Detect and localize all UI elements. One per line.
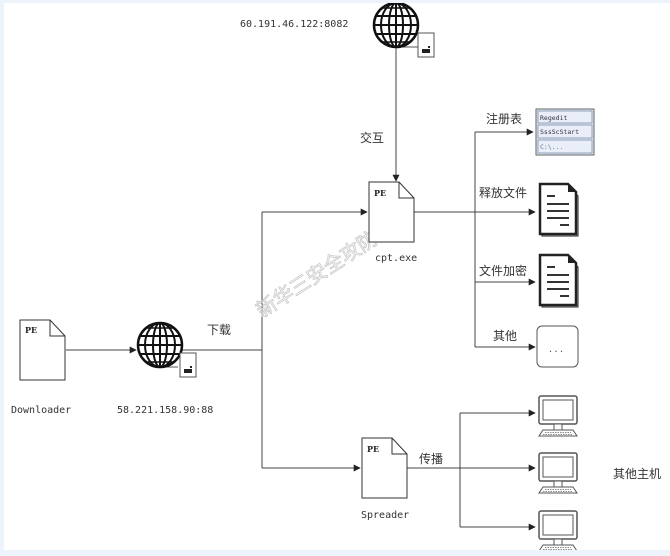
computer-icon [538, 395, 578, 437]
node-label-other-hosts: 其他主机 [613, 467, 661, 481]
edge-label-file-encrypt: 文件加密 [479, 263, 527, 278]
node-label-downloader: Downloader [11, 405, 71, 416]
edge-label-interact: 交互 [360, 130, 384, 145]
node-c2-server: 60.191.46.122:8082 [240, 3, 435, 58]
document-icon-release-file [538, 182, 580, 238]
node-download-server: 58.221.158.90:88 [117, 321, 213, 416]
server-icon [417, 32, 435, 58]
server-icon [179, 352, 197, 378]
computer-icon [538, 452, 578, 494]
other-ellipsis: ... [549, 342, 566, 355]
registry-row: Regedit [540, 114, 567, 122]
document-icon-encrypted-file [538, 253, 580, 309]
node-label-download-server: 58.221.158.90:88 [117, 405, 213, 416]
diagram-canvas: 下载 交互 注册表 释放文件 文件加密 其他 传播 新华三安全攻防团队 PE D… [4, 3, 670, 550]
globe-icon [372, 3, 420, 49]
edge-label-spread: 传播 [419, 451, 443, 466]
pe-badge: PE [374, 188, 386, 198]
node-cpt-exe: PE cpt.exe [368, 181, 417, 264]
edge-download [182, 208, 368, 472]
node-label-c2-server: 60.191.46.122:8082 [240, 19, 348, 30]
node-label-cpt-exe: cpt.exe [375, 253, 417, 264]
computer-icon [538, 510, 578, 550]
edge-label-release-file: 释放文件 [479, 185, 527, 200]
edge-cpt-actions [414, 128, 536, 351]
node-registry: Regedit SssScStart C:\... [535, 108, 595, 156]
edge-label-registry: 注册表 [486, 111, 522, 126]
node-other: ... [536, 325, 579, 368]
node-spreader: PE Spreader [361, 437, 409, 521]
globe-icon [136, 321, 184, 369]
registry-row: C:\... [540, 143, 563, 151]
flow-diagram: 下载 交互 注册表 释放文件 文件加密 其他 传播 新华三安全攻防团队 PE D… [11, 3, 661, 550]
pe-badge: PE [367, 444, 379, 454]
pe-badge: PE [25, 325, 37, 335]
edge-label-download: 下载 [207, 323, 231, 337]
edge-spread [407, 409, 536, 531]
registry-row: SssScStart [540, 128, 579, 136]
node-label-spreader: Spreader [361, 510, 409, 521]
edge-label-other: 其他 [493, 329, 517, 343]
node-downloader: PE Downloader [11, 319, 71, 416]
